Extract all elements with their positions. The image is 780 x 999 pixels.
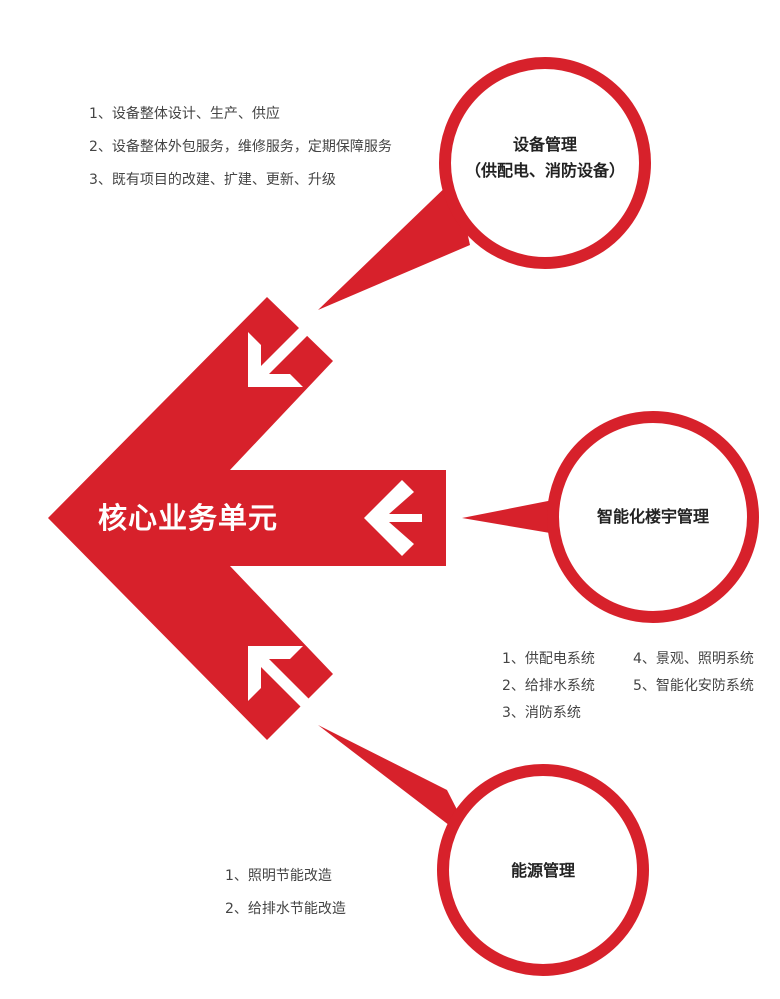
equipment-title-line-1: 设备管理 <box>512 135 577 154</box>
connector-building <box>462 500 556 534</box>
connector-equipment <box>318 178 470 310</box>
list-item: 3、消防系统 <box>502 705 581 721</box>
arrow-down-left-icon <box>248 324 311 387</box>
circle-building <box>547 411 759 623</box>
list-item: 2、设备整体外包服务，维修服务，定期保障服务 <box>89 139 392 155</box>
circle-energy <box>437 764 649 976</box>
list-item: 5、智能化安防系统 <box>633 678 754 694</box>
energy-items: 1、照明节能改造 2、给排水节能改造 <box>225 860 346 926</box>
core-business-title: 核心业务单元 <box>98 501 279 535</box>
list-item: 1、照明节能改造 <box>225 868 332 884</box>
connector-energy <box>318 725 475 845</box>
list-item: 1、设备整体设计、生产、供应 <box>89 106 280 122</box>
equipment-title-line-2: （供配电、消防设备） <box>464 161 625 180</box>
building-title-line-1: 智能化楼宇管理 <box>596 507 709 526</box>
energy-title: 能源管理 <box>443 858 643 884</box>
equipment-items: 1、设备整体设计、生产、供应 2、设备整体外包服务，维修服务，定期保障服务 3、… <box>89 98 392 197</box>
list-item: 2、给排水系统 <box>502 678 595 694</box>
core-arrow-shape <box>48 297 446 740</box>
list-item: 4、景观、照明系统 <box>633 651 754 667</box>
list-item: 3、既有项目的改建、扩建、更新、升级 <box>89 172 336 188</box>
energy-title-line-1: 能源管理 <box>510 861 575 880</box>
list-item: 1、供配电系统 <box>502 651 595 667</box>
arrow-up-left-icon <box>248 646 311 709</box>
circle-equipment <box>439 57 651 269</box>
equipment-title: 设备管理 （供配电、消防设备） <box>445 132 645 184</box>
arrow-left-icon <box>364 480 422 556</box>
list-item: 2、给排水节能改造 <box>225 901 346 917</box>
building-title: 智能化楼宇管理 <box>553 504 753 530</box>
